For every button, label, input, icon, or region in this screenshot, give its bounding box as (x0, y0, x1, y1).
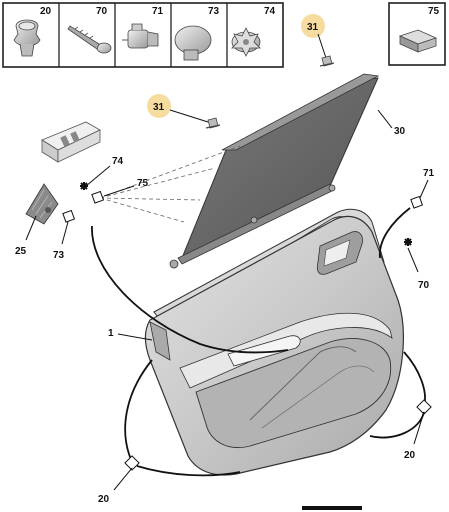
screw-icon (67, 25, 112, 54)
highlight-circle-31-left (147, 94, 171, 118)
window-switch-module (41, 121, 101, 163)
legend-number-70: 70 (96, 6, 108, 17)
clip-75-marker (91, 190, 105, 204)
legend-number-73: 73 (208, 6, 220, 17)
callout-25: 25 (15, 246, 27, 257)
speaker-grille (25, 183, 59, 225)
callout-71: 71 (423, 168, 435, 179)
cable-line-left (91, 225, 289, 354)
cable-line-bottom-left (124, 359, 153, 463)
legend-number-75: 75 (428, 6, 440, 17)
callout-73: 73 (53, 250, 65, 261)
fastener-clip-icon (122, 23, 159, 49)
legend-number-20: 20 (40, 6, 52, 17)
door-trim-panel (144, 208, 404, 476)
star-clip-icon (231, 27, 261, 57)
push-clip-icon (13, 19, 41, 57)
callout-31-top: 31 (307, 22, 319, 33)
star-clip-74-marker-icon (80, 182, 88, 190)
clip-20-bottom-marker (124, 455, 140, 471)
callout-31-left: 31 (153, 102, 165, 113)
legend-number-74: 74 (264, 6, 276, 17)
clip-71-marker (410, 195, 424, 209)
callout-70: 70 (418, 280, 430, 291)
callout-75: 75 (137, 178, 149, 189)
legend-box-75: 75 (388, 2, 446, 66)
cable-line-bottom (136, 465, 241, 477)
footer-bar (302, 506, 362, 510)
legend-strip: 20 70 71 73 74 (2, 2, 284, 68)
highlight-circle-31-top (301, 14, 325, 38)
cable-line-right (403, 351, 426, 407)
cable-line-upper-right (379, 207, 411, 259)
star-clip-70-marker-icon (404, 238, 412, 246)
callout-74: 74 (112, 156, 124, 167)
callout-30: 30 (394, 126, 406, 137)
clip-31-left-icon (205, 117, 221, 129)
u-nut-clip-icon (398, 29, 438, 53)
clip-20-right-marker (416, 399, 432, 415)
callout-1: 1 (108, 328, 114, 339)
push-button-rivet-icon (174, 25, 212, 61)
clip-31-top-icon (319, 55, 335, 67)
callout-20-right: 20 (404, 450, 416, 461)
legend-number-71: 71 (152, 6, 164, 17)
clip-73-marker (62, 209, 76, 223)
callout-20-bottom: 20 (98, 494, 110, 505)
sunblind-assembly (169, 73, 380, 269)
